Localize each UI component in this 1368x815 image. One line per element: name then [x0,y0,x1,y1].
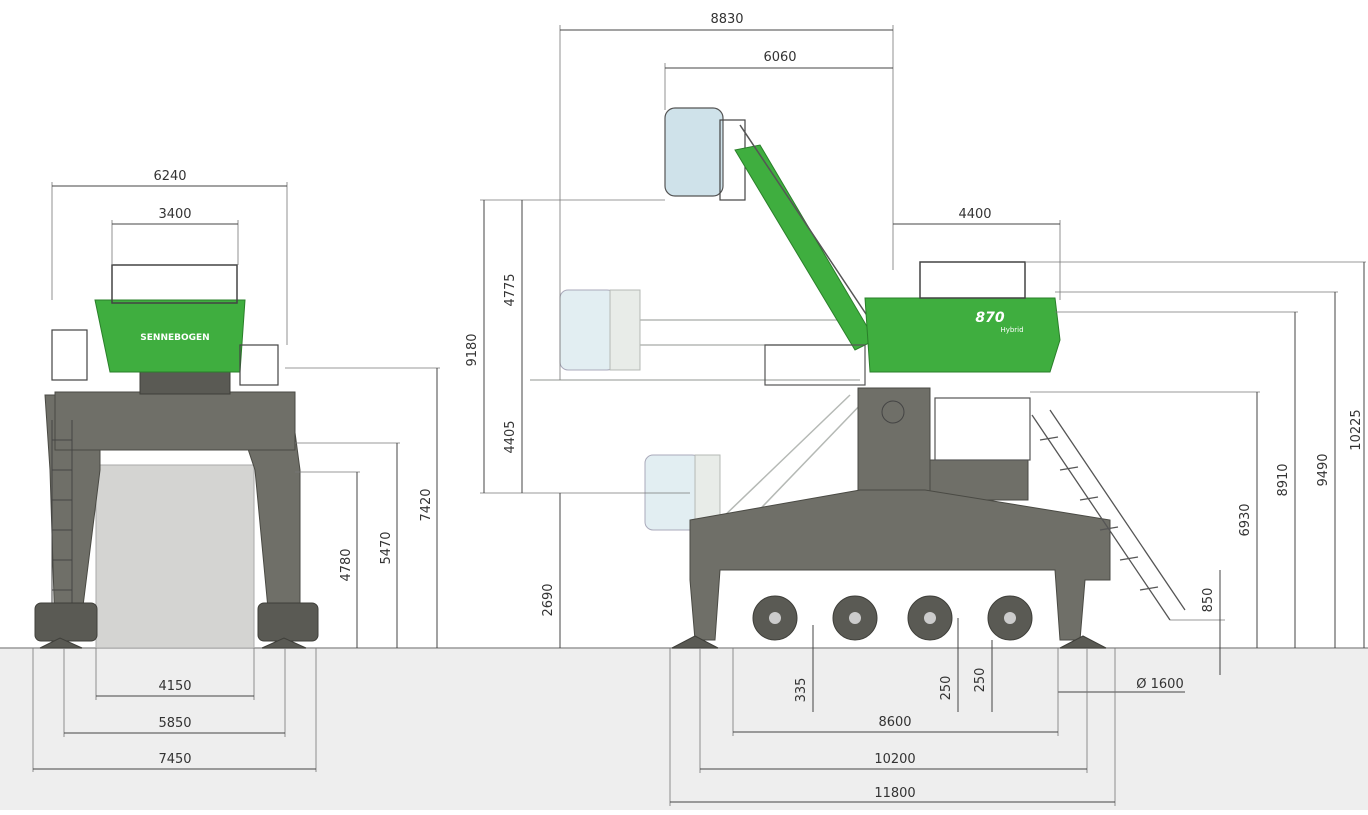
dim-front-base-5850: 5850 [158,716,191,731]
front-railing [111,264,238,304]
dim-side-10200: 10200 [874,752,915,767]
ghost-cab-lower [644,394,866,531]
side-left-foot [671,635,719,649]
dim-side-10225: 10225 [1349,409,1364,450]
side-stairs [1031,409,1186,621]
front-slewing-ring [139,371,231,395]
dim-side-2690: 2690 [541,583,556,616]
side-dimensions: 8830 6060 4400 9180 4775 4405 2690 6930 … [465,12,1366,806]
side-railing [919,261,1026,299]
dim-side-9490: 9490 [1316,453,1331,486]
front-gantry-beam [54,391,296,451]
arm-rail [739,124,871,321]
dim-front-height-7420: 7420 [419,488,434,521]
brand-logo: SENNEBOGEN [140,333,209,343]
front-right-wheels [257,602,319,642]
dim-side-11800: 11800 [874,786,915,801]
ghost-cab-middle [530,289,860,381]
dim-side-8600: 8600 [878,715,911,730]
model-badge: 870 [975,310,1004,326]
side-upper-body [864,297,1061,373]
dim-side-8910: 8910 [1276,463,1291,496]
dim-side-4775: 4775 [503,273,518,306]
dim-side-250-a: 250 [939,676,954,701]
front-right-foot [261,637,307,649]
dim-side-850: 850 [1201,588,1216,613]
dim-side-diameter: Ø 1600 [1136,677,1183,692]
side-right-foot [1059,635,1107,649]
dim-front-width: 6240 [153,169,186,184]
front-right-platform [239,344,279,386]
dim-front-base-4150: 4150 [158,679,191,694]
side-cage [934,397,1031,461]
dim-front-height-4780: 4780 [339,548,354,581]
side-tower [857,387,931,499]
front-left-wheels [34,602,98,642]
dim-front-base-7450: 7450 [158,752,191,767]
side-view-machine: 870 Hybrid [530,107,1186,649]
dim-front-height-5470: 5470 [379,531,394,564]
side-walkway [764,344,866,386]
dim-side-250-b: 250 [973,668,988,693]
dim-side-335: 335 [794,678,809,703]
dim-side-9180: 9180 [465,333,480,366]
dim-front-body-width: 3400 [158,207,191,222]
front-dimensions: 6240 3400 7420 5470 4780 4150 5850 7450 [32,169,440,772]
front-clearance-block [95,464,255,649]
operator-cab [664,107,724,197]
dim-side-6060: 6060 [763,50,796,65]
dim-side-6930: 6930 [1238,503,1253,536]
dim-side-4400: 4400 [958,207,991,222]
front-left-foot [39,637,83,649]
model-sub-badge: Hybrid [1000,326,1023,334]
side-wheels [752,595,1033,641]
front-left-platform [51,329,88,381]
dim-side-8830: 8830 [710,12,743,27]
tower-hatch [881,400,905,424]
dim-side-4405: 4405 [503,420,518,453]
front-view-machine: SENNEBOGEN [34,264,319,649]
ground-plane [0,648,1368,810]
